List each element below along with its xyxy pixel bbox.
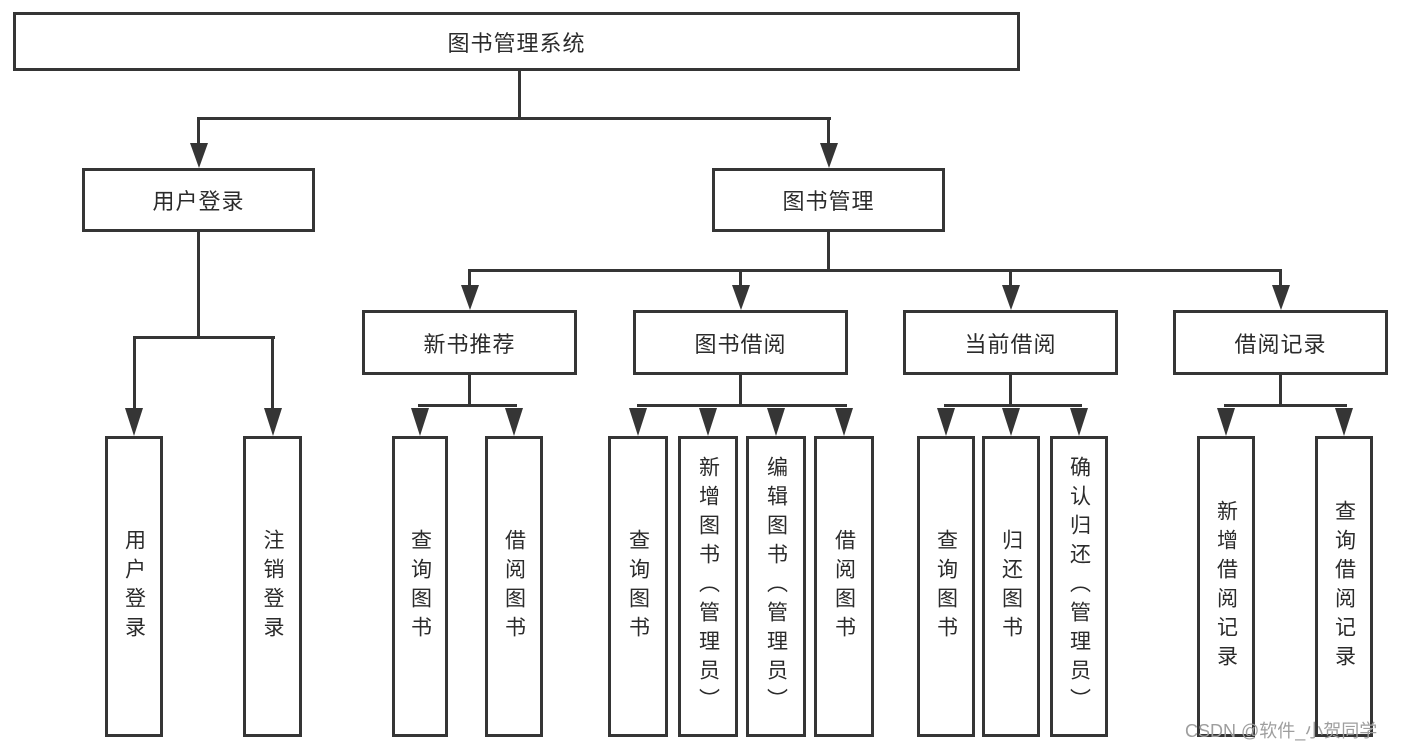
node-leaf-nb-borrow-books: 借阅图书	[485, 436, 543, 737]
node-leaf-cb-query-books: 查询图书	[917, 436, 975, 737]
node-label: 图书管理	[782, 189, 875, 214]
node-user-login: 用户登录	[82, 168, 315, 232]
connector-line	[468, 269, 471, 287]
node-label: 用户登录	[152, 189, 245, 214]
node-current-borrow: 当前借阅	[903, 310, 1118, 375]
arrowhead-down-icon	[1070, 408, 1088, 436]
connector-line	[827, 230, 830, 271]
watermark: CSDN @软件_小贺同学	[1185, 721, 1378, 741]
node-label: 借阅图书	[832, 528, 856, 645]
node-leaf-bb-edit-books: 编辑图书（管理员）	[746, 436, 806, 737]
node-label: 编辑图书（管理员）	[764, 456, 788, 717]
arrowhead-down-icon	[629, 408, 647, 436]
node-label: 查询图书	[408, 528, 432, 645]
connector-line	[1279, 269, 1282, 287]
node-label: 新增图书（管理员）	[696, 456, 720, 717]
node-label: 当前借阅	[964, 331, 1057, 357]
arrowhead-down-icon	[264, 408, 282, 436]
node-label: 查询图书	[934, 528, 958, 645]
node-label: 新增借阅记录	[1214, 499, 1238, 674]
connector-line	[1279, 373, 1282, 407]
arrowhead-down-icon	[1335, 408, 1353, 436]
arrowhead-down-icon	[461, 285, 479, 310]
node-new-book-rec: 新书推荐	[362, 310, 577, 375]
connector-line	[197, 117, 200, 145]
node-leaf-br-query-record: 查询借阅记录	[1315, 436, 1373, 737]
arrowhead-down-icon	[820, 143, 838, 168]
connector-line	[827, 117, 830, 145]
node-label: 注销登录	[261, 528, 284, 645]
node-root: 图书管理系统	[13, 12, 1020, 71]
node-label: 图书借阅	[694, 331, 787, 357]
node-leaf-bb-add-books: 新增图书（管理员）	[678, 436, 738, 737]
connector-line	[133, 336, 136, 410]
arrowhead-down-icon	[1272, 285, 1290, 310]
arrowhead-down-icon	[505, 408, 523, 436]
arrowhead-down-icon	[1002, 285, 1020, 310]
node-leaf-cb-return-books: 归还图书	[982, 436, 1040, 737]
connector-line	[468, 269, 1282, 272]
node-leaf-logout: 注销登录	[243, 436, 302, 737]
node-label: 归还图书	[999, 528, 1023, 645]
connector-line	[1009, 269, 1012, 287]
connector-line	[418, 404, 517, 407]
node-label: 新书推荐	[423, 331, 516, 357]
arrowhead-down-icon	[699, 408, 717, 436]
arrowhead-down-icon	[411, 408, 429, 436]
connector-line	[637, 404, 847, 407]
connector-line	[197, 230, 200, 338]
node-book-borrow: 图书借阅	[633, 310, 848, 375]
node-label: 查询图书	[626, 528, 650, 645]
arrowhead-down-icon	[732, 285, 750, 310]
connector-line	[944, 404, 1082, 407]
node-label: 确认归还（管理员）	[1067, 456, 1091, 717]
connector-line	[197, 117, 831, 120]
connector-line	[739, 269, 742, 287]
connector-line	[518, 69, 521, 119]
connector-line	[1224, 404, 1347, 407]
node-leaf-bb-query-books: 查询图书	[608, 436, 668, 737]
node-leaf-br-add-record: 新增借阅记录	[1197, 436, 1255, 737]
node-label: 用户登录	[122, 528, 146, 645]
node-leaf-user-login: 用户登录	[105, 436, 163, 737]
connector-line	[468, 373, 471, 407]
node-label: 查询借阅记录	[1332, 499, 1356, 674]
node-leaf-nb-query-books: 查询图书	[392, 436, 448, 737]
connector-line	[133, 336, 275, 339]
connector-line	[1009, 373, 1012, 407]
node-leaf-bb-borrow-books: 借阅图书	[814, 436, 874, 737]
connector-line	[739, 373, 742, 407]
arrowhead-down-icon	[190, 143, 208, 168]
node-borrow-record: 借阅记录	[1173, 310, 1388, 375]
node-label: 借阅记录	[1234, 331, 1327, 357]
arrowhead-down-icon	[937, 408, 955, 436]
connector-line	[271, 336, 274, 410]
arrowhead-down-icon	[1217, 408, 1235, 436]
node-label: 图书管理系统	[447, 30, 586, 56]
node-label: 借阅图书	[502, 528, 526, 645]
node-book-mgmt: 图书管理	[712, 168, 945, 232]
arrowhead-down-icon	[767, 408, 785, 436]
arrowhead-down-icon	[835, 408, 853, 436]
arrowhead-down-icon	[1002, 408, 1020, 436]
node-leaf-cb-confirm-return: 确认归还（管理员）	[1050, 436, 1108, 737]
arrowhead-down-icon	[125, 408, 143, 436]
